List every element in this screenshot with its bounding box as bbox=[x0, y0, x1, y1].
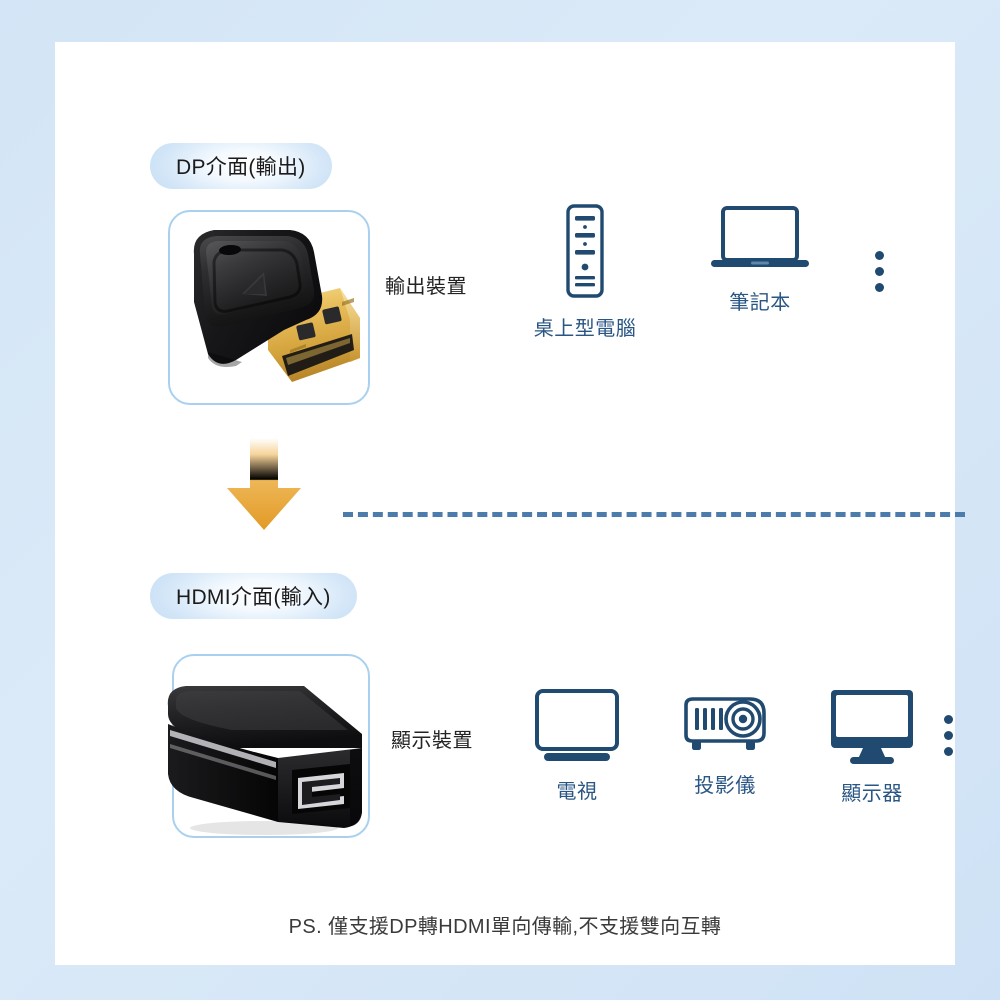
section-badge-hdmi: HDMI介面(輸入) bbox=[150, 573, 357, 619]
dot bbox=[944, 747, 953, 756]
ellipsis-vertical-icon-input bbox=[944, 715, 953, 756]
device-item-desktop: 桌上型電腦 bbox=[525, 202, 645, 341]
dot bbox=[875, 251, 884, 260]
monitor-icon bbox=[831, 690, 913, 764]
dot bbox=[875, 283, 884, 292]
hdmi-connector-photo-frame bbox=[167, 654, 370, 838]
dp-connector-photo-frame bbox=[168, 210, 370, 405]
projector-icon bbox=[684, 697, 766, 750]
device-item-monitor: 顯示器 bbox=[812, 687, 932, 806]
down-arrow-icon bbox=[227, 438, 301, 530]
display-device-group-label: 顯示裝置 bbox=[391, 730, 473, 752]
desktop-tower-icon bbox=[566, 204, 604, 298]
device-name-tv: 電視 bbox=[556, 781, 598, 803]
tv-icon bbox=[535, 689, 619, 761]
device-item-laptop: 筆記本 bbox=[695, 202, 825, 315]
dp-male-connector-icon bbox=[193, 230, 360, 382]
device-name-desktop: 桌上型電腦 bbox=[533, 318, 637, 340]
section-badge-dp: DP介面(輸出) bbox=[150, 143, 332, 189]
device-name-laptop: 筆記本 bbox=[729, 292, 791, 314]
dot bbox=[944, 731, 953, 740]
footer-note: PS. 僅支援DP轉HDMI單向傳輸,不支援雙向互轉 bbox=[288, 916, 722, 938]
device-item-tv: 電視 bbox=[517, 687, 637, 804]
white-content-panel: DP介面(輸出) bbox=[55, 42, 965, 965]
ellipsis-vertical-icon-output bbox=[875, 251, 884, 292]
device-item-projector: 投影儀 bbox=[665, 687, 785, 798]
dot bbox=[944, 715, 953, 724]
output-device-group-label: 輸出裝置 bbox=[385, 276, 467, 298]
dot bbox=[875, 267, 884, 276]
hdmi-female-connector-icon bbox=[167, 686, 362, 835]
dashed-divider bbox=[343, 512, 965, 517]
device-name-projector: 投影儀 bbox=[694, 775, 756, 797]
laptop-icon bbox=[711, 206, 809, 267]
device-name-monitor: 顯示器 bbox=[841, 783, 903, 805]
